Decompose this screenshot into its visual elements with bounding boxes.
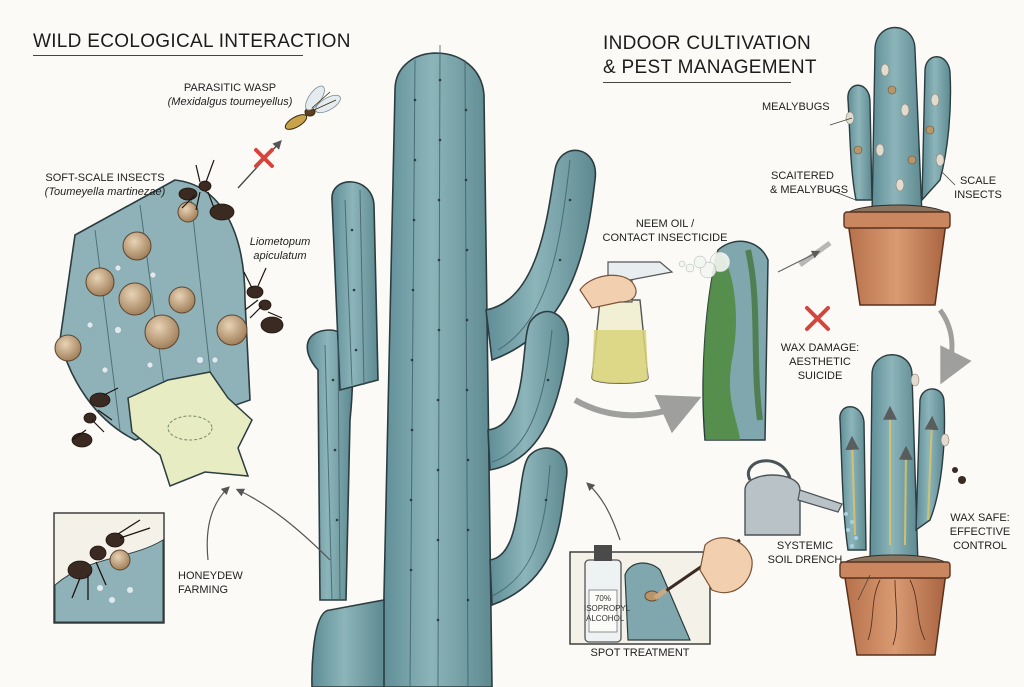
cut-cactus-section <box>54 179 253 487</box>
infested-potted-cactus <box>843 26 952 306</box>
scale-insects-label-line1: SCALE <box>959 175 997 187</box>
honeydew-label-line2: FARMING <box>178 584 229 596</box>
bottle-label-line2: ISOPROPYL <box>584 604 631 613</box>
wax-safe-label-line1: WAX SAFE: <box>950 512 1010 524</box>
parasitic-wasp-icon <box>284 85 341 130</box>
scale-name-label: SOFT-SCALE INSECTS <box>45 172 165 184</box>
systemic-label-line1: SYSTEMIC <box>776 540 834 552</box>
treated-potted-cactus <box>839 354 966 656</box>
scale-species-label: (Toumeyella martinezae) <box>44 186 166 198</box>
x-mark-icon <box>805 306 830 331</box>
heading-indoor-line2: & PEST MANAGEMENT <box>603 57 817 78</box>
mealybugs-label: MEALYBUGS <box>762 101 830 113</box>
wasp-name-label: PARASITIC WASP <box>183 82 277 94</box>
heading-indoor-underline <box>603 82 791 83</box>
wax-safe-label-line2: EFFECTIVE <box>949 526 1011 538</box>
scattered-label-line2: & MEALYBUGS <box>770 184 849 196</box>
scale-insects-label-line2: INSECTS <box>954 189 1002 201</box>
ant-icon <box>243 267 284 334</box>
alcohol-bottle-icon <box>584 545 622 643</box>
honeydew-label-line1: HONEYDEW <box>178 570 243 582</box>
systemic-label-line2: SOIL DRENCH <box>767 554 843 566</box>
ant-icon <box>178 159 235 221</box>
watering-can-icon <box>744 459 858 548</box>
honeydew-inset <box>53 512 165 624</box>
heading-wild: WILD ECOLOGICAL INTERACTION <box>33 31 351 52</box>
hand-icon <box>699 537 753 594</box>
spray-bottle-icon <box>591 261 674 384</box>
bottle-label-line1: 70% <box>594 594 611 603</box>
spray-scene <box>678 240 769 441</box>
heading-indoor-line1: INDOOR CULTIVATION <box>603 33 812 54</box>
spot-treatment-label: SPOT TREATMENT <box>590 647 690 659</box>
wax-safe-label-line3: CONTROL <box>953 540 1007 552</box>
wasp-species-label: (Mexidalgus toumeyellus) <box>167 96 293 108</box>
heading-wild-underline <box>33 55 303 56</box>
scattered-label-line1: SCAITERED <box>771 170 834 182</box>
neem-label-line2: CONTACT INSECTICIDE <box>602 232 728 244</box>
ant-species-label-line1: Liometopum <box>249 236 311 248</box>
bottle-label-line3: ALCOHOL <box>586 614 625 623</box>
x-mark-icon <box>254 148 274 168</box>
wax-damage-label-line1: WAX DAMAGE: <box>780 342 860 354</box>
ant-icon <box>71 387 119 448</box>
ant-species-label-line2: apiculatum <box>253 250 307 262</box>
wax-damage-label-line3: SUICIDE <box>797 370 843 382</box>
wax-damage-label-line2: AESTHETIC <box>789 356 851 368</box>
neem-label-line1: NEEM OIL / <box>635 218 695 230</box>
hand-icon <box>579 274 637 309</box>
central-cactus <box>306 52 597 687</box>
